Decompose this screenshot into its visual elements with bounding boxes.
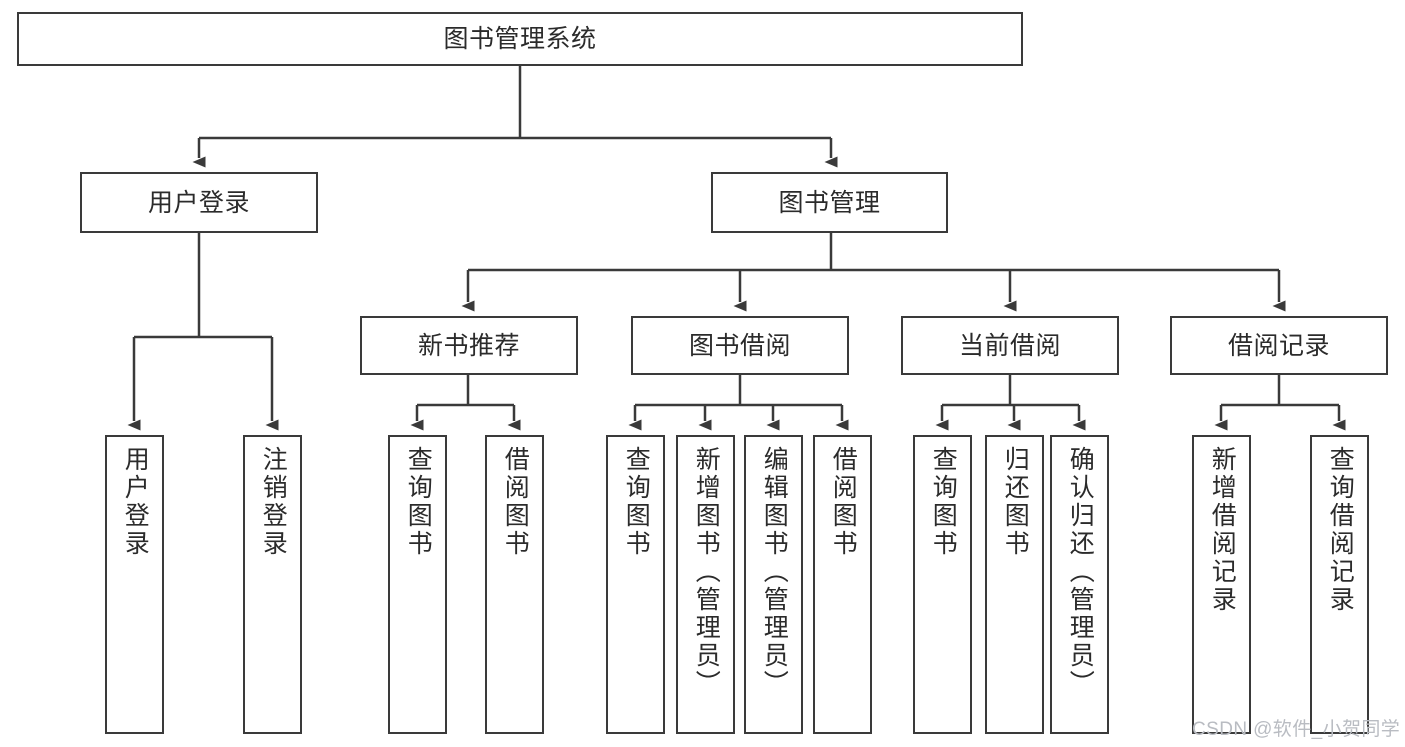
node-leaf-query-book-3[interactable]: 查询图书 — [913, 435, 972, 734]
node-book-borrow-label: 图书借阅 — [688, 331, 791, 360]
node-new-book-rec[interactable]: 新书推荐 — [360, 316, 578, 375]
node-leaf-edit-book-admin-label: 编辑图书（管理员） — [760, 446, 789, 698]
node-leaf-logout-login-label: 注销登录 — [259, 446, 288, 558]
node-leaf-borrow-book-1[interactable]: 借阅图书 — [485, 435, 544, 734]
node-leaf-edit-book-admin[interactable]: 编辑图书（管理员） — [744, 435, 803, 734]
node-user-login-label: 用户登录 — [147, 188, 250, 217]
node-leaf-query-book-1[interactable]: 查询图书 — [388, 435, 447, 734]
node-leaf-add-book-admin[interactable]: 新增图书（管理员） — [676, 435, 735, 734]
node-current-borrow[interactable]: 当前借阅 — [901, 316, 1119, 375]
node-leaf-add-borrow-record-label: 新增借阅记录 — [1208, 446, 1237, 614]
node-leaf-confirm-return-admin-label: 确认归还（管理员） — [1066, 446, 1095, 698]
node-leaf-query-book-2[interactable]: 查询图书 — [606, 435, 665, 734]
node-book-borrow[interactable]: 图书借阅 — [631, 316, 849, 375]
node-leaf-query-book-2-label: 查询图书 — [622, 446, 651, 558]
node-book-manage-label: 图书管理 — [778, 188, 881, 217]
node-leaf-borrow-book-2-label: 借阅图书 — [829, 446, 858, 558]
csdn-watermark: CSDN @软件_小贺同学 — [1192, 719, 1401, 740]
node-new-book-rec-label: 新书推荐 — [417, 331, 520, 360]
node-leaf-query-borrow-record-label: 查询借阅记录 — [1326, 446, 1355, 614]
node-book-manage[interactable]: 图书管理 — [711, 172, 948, 233]
node-leaf-user-login-label: 用户登录 — [121, 446, 150, 558]
node-root[interactable]: 图书管理系统 — [17, 12, 1023, 66]
node-root-label: 图书管理系统 — [443, 25, 597, 53]
node-leaf-return-book-label: 归还图书 — [1001, 446, 1030, 558]
node-leaf-user-login[interactable]: 用户登录 — [105, 435, 164, 734]
node-current-borrow-label: 当前借阅 — [958, 331, 1061, 360]
node-leaf-confirm-return-admin[interactable]: 确认归还（管理员） — [1050, 435, 1109, 734]
node-leaf-add-borrow-record[interactable]: 新增借阅记录 — [1192, 435, 1251, 734]
node-borrow-record[interactable]: 借阅记录 — [1170, 316, 1388, 375]
node-leaf-borrow-book-1-label: 借阅图书 — [501, 446, 530, 558]
node-leaf-query-borrow-record[interactable]: 查询借阅记录 — [1310, 435, 1369, 734]
node-leaf-query-book-1-label: 查询图书 — [404, 446, 433, 558]
node-leaf-logout-login[interactable]: 注销登录 — [243, 435, 302, 734]
node-borrow-record-label: 借阅记录 — [1227, 331, 1330, 360]
node-leaf-query-book-3-label: 查询图书 — [929, 446, 958, 558]
node-leaf-borrow-book-2[interactable]: 借阅图书 — [813, 435, 872, 734]
node-leaf-add-book-admin-label: 新增图书（管理员） — [692, 446, 721, 698]
node-user-login[interactable]: 用户登录 — [80, 172, 318, 233]
node-leaf-return-book[interactable]: 归还图书 — [985, 435, 1044, 734]
